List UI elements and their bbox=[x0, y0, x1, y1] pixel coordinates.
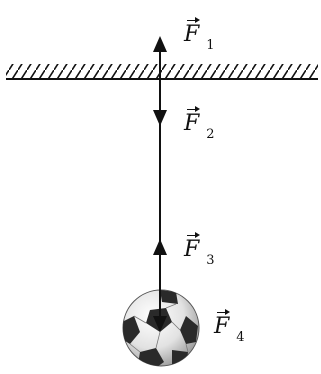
force-arrow-f2 bbox=[153, 79, 167, 126]
ceiling-hatching bbox=[6, 64, 318, 78]
force-subscript: 1 bbox=[206, 38, 215, 53]
force-arrow-f3 bbox=[153, 239, 167, 292]
ceiling bbox=[6, 64, 318, 80]
force-arrow-f1 bbox=[153, 36, 167, 79]
force-symbol: F bbox=[214, 309, 231, 339]
force-symbol: F bbox=[184, 232, 201, 262]
force-subscript: 4 bbox=[236, 330, 245, 345]
force-arrow-f4 bbox=[153, 292, 167, 332]
force-subscript: 3 bbox=[206, 253, 215, 268]
force-symbol: F bbox=[184, 106, 201, 136]
force-symbol: F bbox=[184, 17, 201, 47]
force-subscript: 2 bbox=[206, 127, 215, 142]
